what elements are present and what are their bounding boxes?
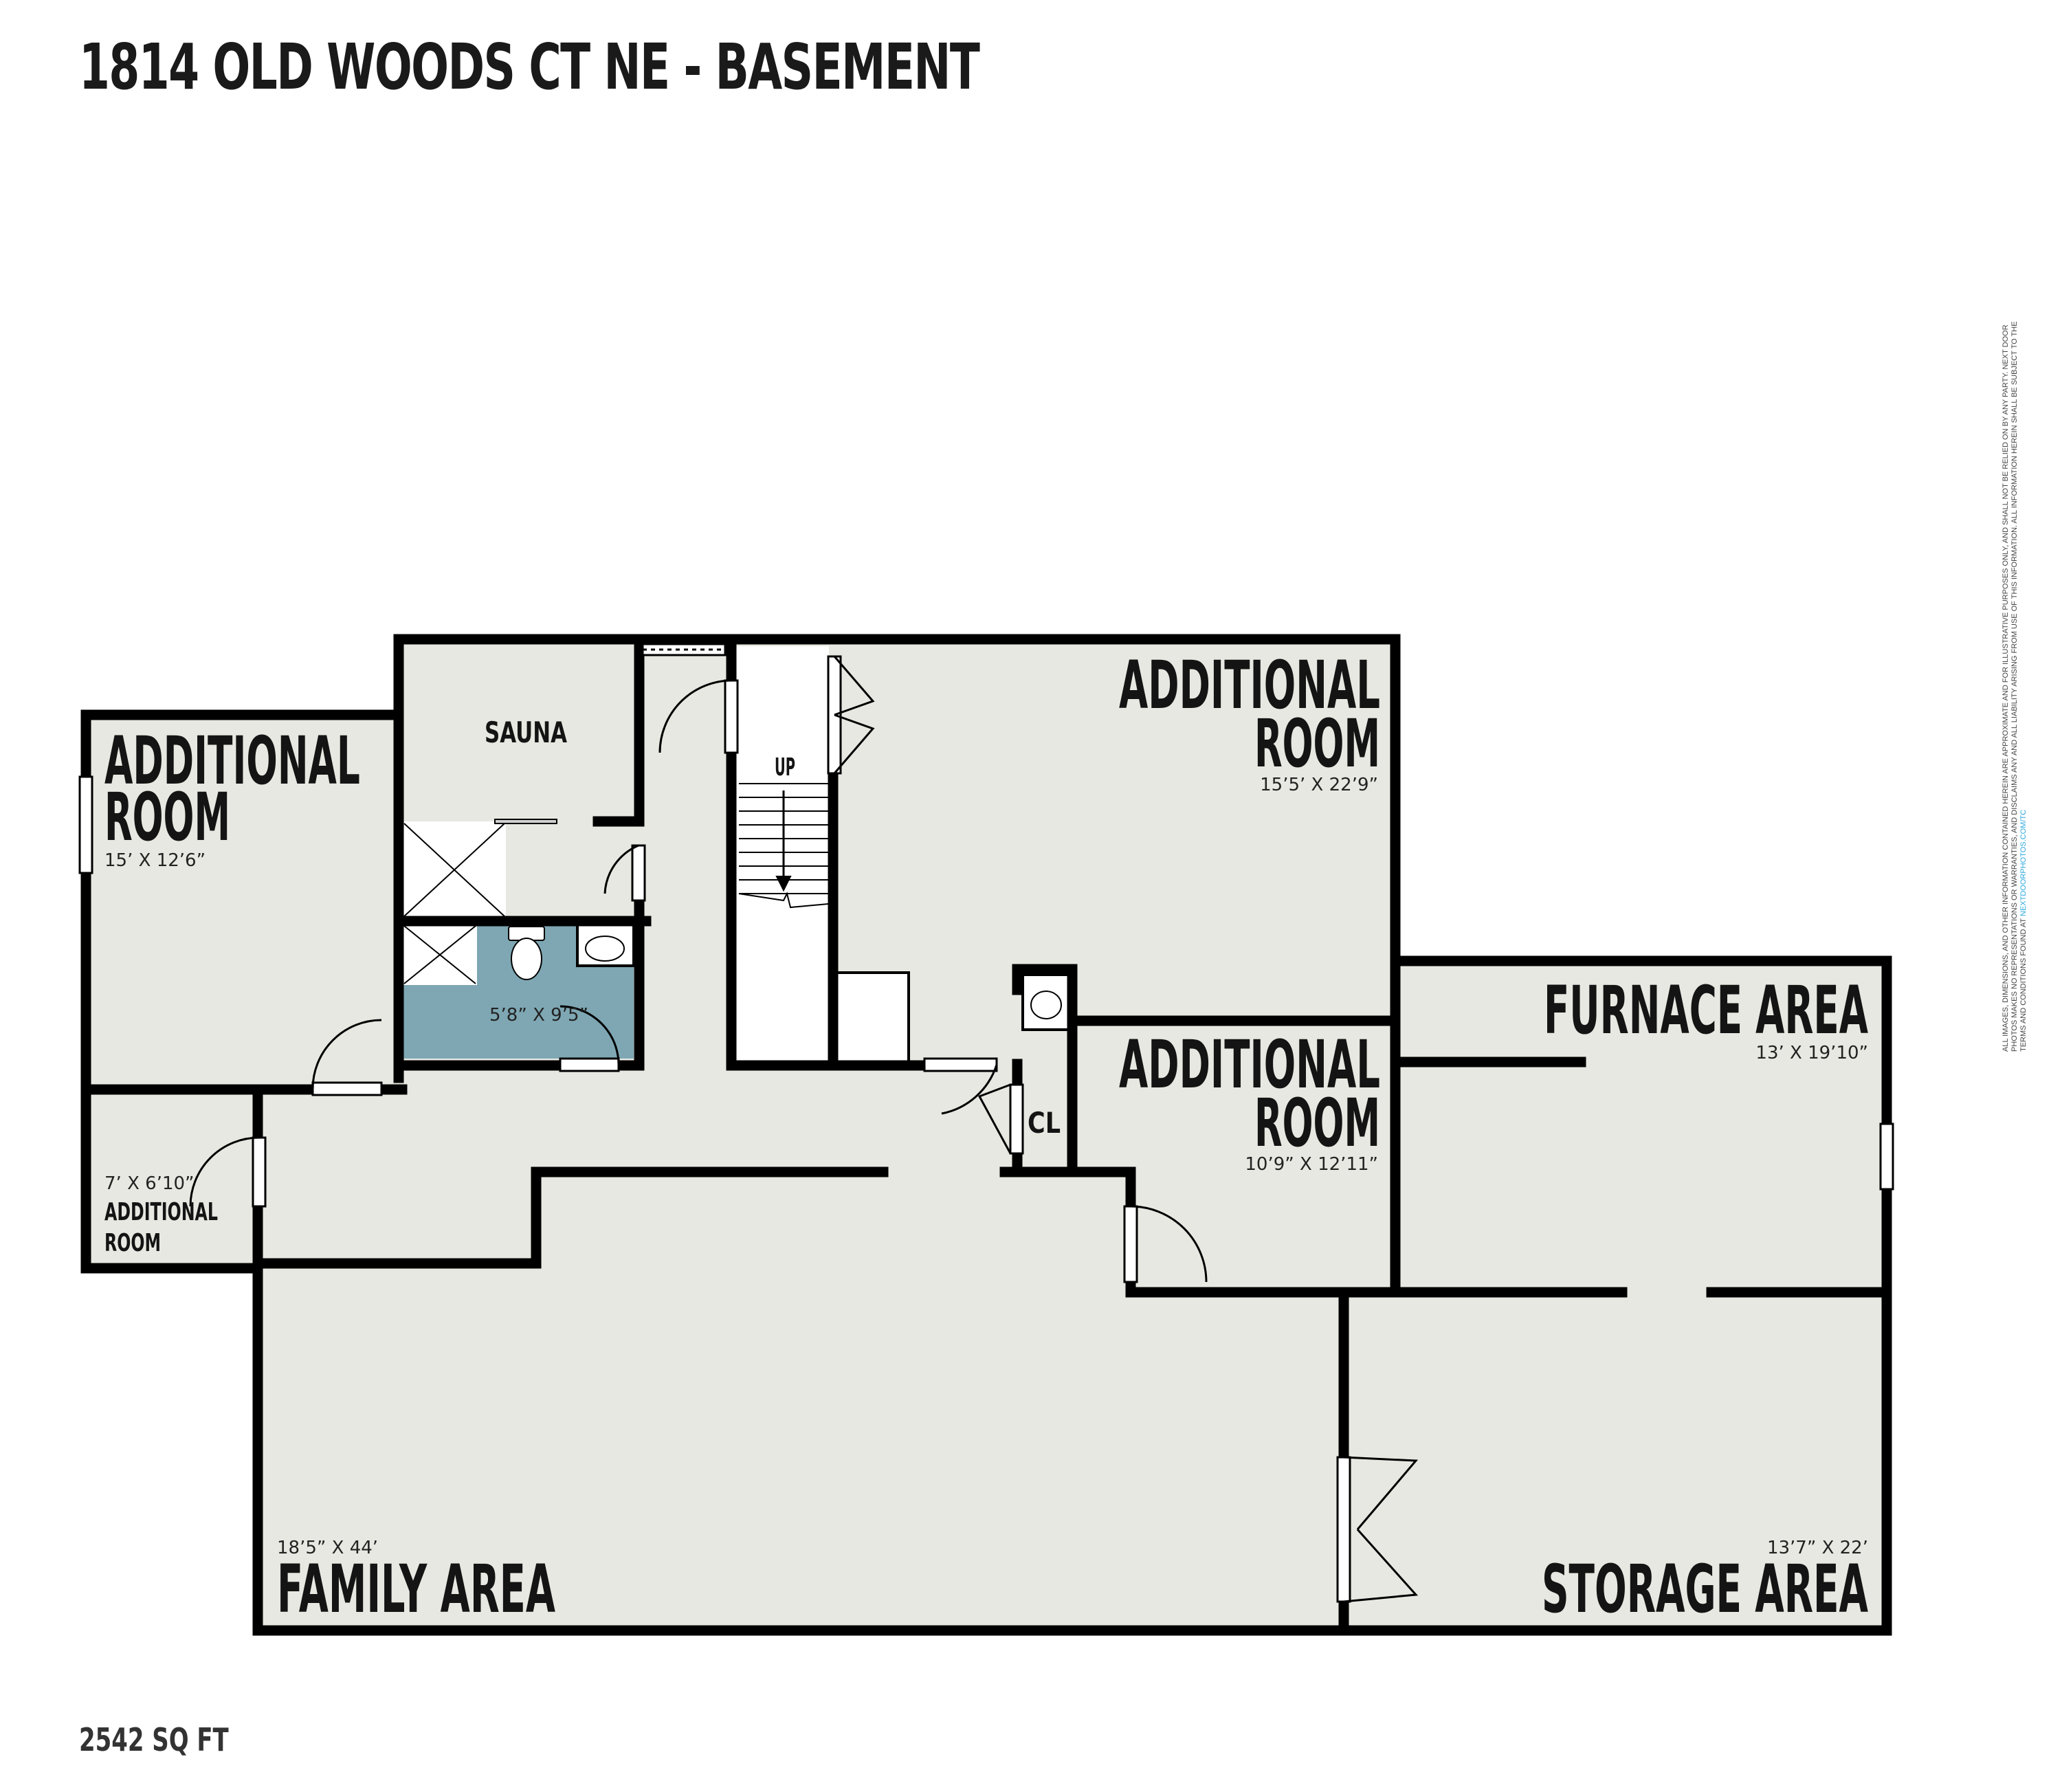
legal-disclaimer: ALL IMAGES, DIMENSIONS, AND OTHER INFORM… (2002, 296, 2028, 1052)
exterior-wall (80, 634, 1892, 1636)
door-storage (1336, 1456, 1351, 1603)
bath-sink-icon (585, 936, 625, 962)
label-sauna: SAUNA (485, 716, 567, 749)
door-small-room-swing (189, 1136, 260, 1207)
label-additional-room-small-1: ADDITIONAL (104, 1198, 218, 1226)
door-stair-left (724, 679, 739, 754)
door-top-room-swing-1 (833, 656, 875, 716)
label-family-area: FAMILY AREA (277, 1551, 555, 1628)
stairs-break-line (738, 892, 829, 909)
window-left (78, 775, 93, 874)
door-storage-swing-1 (1343, 1456, 1419, 1530)
stairs-area (735, 646, 829, 1062)
door-storage-swing-2 (1343, 1528, 1419, 1603)
door-sauna (631, 844, 646, 902)
plan-title: 1814 OLD WOODS CT NE - BASEMENT (79, 30, 980, 104)
label-additional-room-left-2: ROOM (104, 779, 230, 856)
label-closet: CL (1028, 1106, 1061, 1140)
laundry-sink-icon (1030, 991, 1062, 1019)
dims-family-area: 18’5” X 44’ (277, 1538, 378, 1558)
dims-additional-room-mid: 10’9” X 12’11” (1245, 1154, 1378, 1175)
label-additional-room-mid-2: ROOM (1254, 1085, 1380, 1162)
label-stairs-up: UP (775, 753, 795, 782)
door-left-room (311, 1081, 383, 1096)
dims-storage-area: 13’7” X 22’ (1767, 1538, 1868, 1558)
dims-additional-room-top: 15’5’ X 22’9” (1260, 775, 1378, 795)
stair-landing (830, 971, 910, 1065)
stairs (738, 783, 829, 909)
label-storage-area: STORAGE AREA (1542, 1551, 1868, 1628)
label-furnace-area: FURNACE AREA (1544, 972, 1868, 1049)
door-mid-room (1123, 1205, 1138, 1283)
dims-additional-room-small: 7’ X 6’10” (104, 1173, 195, 1194)
label-additional-room-mid-1: ADDITIONAL (1119, 1026, 1380, 1103)
doors (78, 643, 1894, 1603)
door-left-room-swing (311, 1019, 382, 1089)
door-mid-room-swing (1130, 1205, 1208, 1283)
walls (80, 634, 1892, 1636)
shower-glass (494, 819, 557, 824)
door-small-room (252, 1136, 267, 1208)
door-top-room-swing-2 (833, 714, 875, 774)
disclaimer-link[interactable]: NEXTDOORPHOTOS.COM/TC (2019, 809, 2028, 916)
door-closet (1009, 1083, 1024, 1155)
label-additional-room-top-2: ROOM (1254, 705, 1380, 782)
door-sauna-swing (603, 844, 639, 894)
labels: ADDITIONAL ROOM 15’ X 12’6” SAUNA 5’8” X… (104, 647, 1868, 1628)
fixtures (403, 819, 1062, 1019)
dims-additional-room-left: 15’ X 12’6” (104, 850, 206, 871)
toilet-bowl-icon (511, 938, 542, 980)
door-closet-swing (977, 1083, 1012, 1154)
label-additional-room-left-1: ADDITIONAL (104, 722, 360, 799)
door-utility (923, 1057, 998, 1072)
door-stair-left-swing (658, 679, 732, 753)
window-furnace (1879, 1122, 1894, 1191)
door-bath (559, 1057, 620, 1072)
door-bath-swing (559, 1005, 620, 1065)
stairs-arrow-head (775, 876, 792, 892)
floor-main (86, 639, 1887, 1630)
dims-bathroom: 5’8” X 9’5” (489, 1005, 588, 1026)
total-square-footage: 2542 SQ FT (79, 1721, 229, 1758)
dims-furnace-area: 13’ X 19’10” (1755, 1043, 1868, 1063)
label-additional-room-top-1: ADDITIONAL (1119, 647, 1380, 724)
disclaimer-text: ALL IMAGES, DIMENSIONS, AND OTHER INFORM… (2002, 321, 2028, 1052)
door-utility-swing (941, 1064, 998, 1115)
label-additional-room-small-2: ROOM (104, 1229, 161, 1257)
